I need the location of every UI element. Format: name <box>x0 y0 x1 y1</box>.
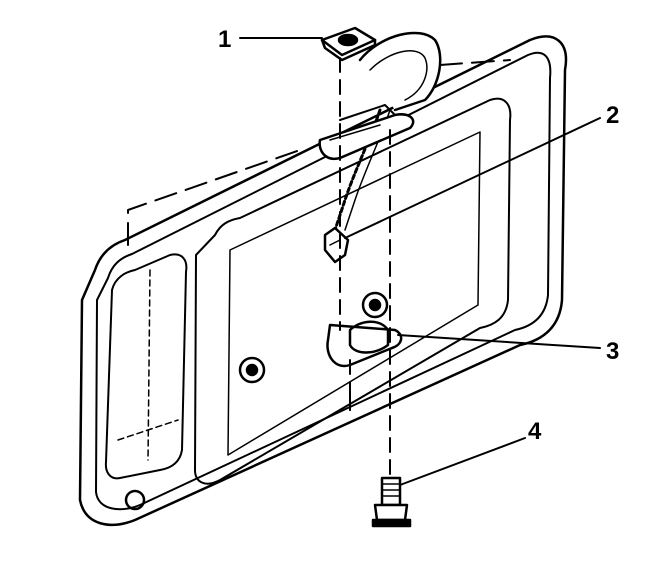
pivot-bracket-lower <box>326 320 403 368</box>
rod-connector <box>323 226 350 264</box>
callout-1: 1 <box>218 26 232 53</box>
assembly-axis-lines <box>339 57 391 476</box>
pivot-bracket-upper <box>318 104 415 161</box>
leader-line-2 <box>344 117 601 239</box>
mounting-bolt <box>371 476 412 528</box>
handle-bezel <box>78 35 568 527</box>
leader-line-3 <box>397 334 601 349</box>
callout-2: 2 <box>606 102 620 129</box>
callout-4: 4 <box>528 418 542 445</box>
leader-line-4 <box>399 437 526 486</box>
door-phantom-outline <box>127 59 511 411</box>
retainer-clip <box>320 26 377 62</box>
leader-lines <box>239 37 601 486</box>
callout-3: 3 <box>606 338 620 365</box>
